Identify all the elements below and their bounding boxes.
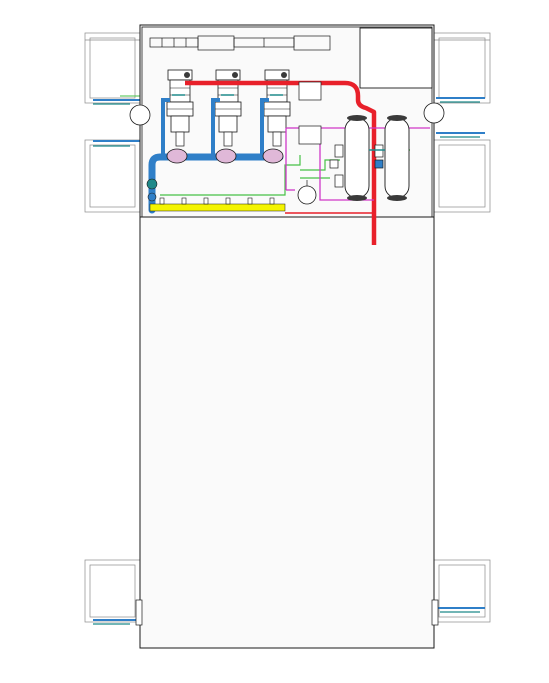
tray-marker	[247, 197, 253, 205]
tray-marker	[269, 197, 275, 205]
instrument-box	[298, 81, 322, 101]
pump-group	[166, 69, 291, 147]
tank-valve-cluster	[329, 144, 384, 188]
manifold-valves	[166, 148, 284, 164]
gauge-icon	[297, 185, 317, 205]
magenta-control-lines	[285, 127, 430, 201]
valve-icon	[166, 148, 188, 164]
terminal-strip	[149, 35, 331, 51]
outrigger-right-mid	[433, 132, 491, 213]
lifting-lug-right-icon	[423, 102, 445, 124]
tray-marker	[159, 197, 165, 205]
cable-tray-markers	[159, 197, 275, 205]
bottom-lug-left	[135, 599, 143, 626]
inlet-fitting-icon	[146, 178, 158, 190]
outrigger-left-top	[84, 32, 141, 105]
outrigger-right-bottom	[433, 559, 491, 623]
pressure-tank-left	[344, 115, 370, 201]
valve-icon	[215, 148, 237, 164]
tray-marker	[225, 197, 231, 205]
instrument-box	[298, 125, 322, 145]
pressure-tank-icon	[387, 115, 407, 121]
cold-water-header	[148, 153, 284, 214]
inlet-fitting-icon	[147, 192, 157, 202]
pump-riser-pipes	[161, 98, 269, 157]
bottom-lug-right	[431, 599, 439, 626]
control-panel-box	[359, 27, 433, 89]
outrigger-right-top	[433, 32, 491, 104]
hot-water-pipe	[185, 80, 377, 245]
pressure-tank-icon	[347, 115, 367, 121]
valve-icon	[262, 148, 284, 164]
tray-marker	[203, 197, 209, 205]
outrigger-left-bottom	[84, 559, 141, 625]
lifting-lug-left-icon	[129, 104, 151, 126]
pump-icon	[263, 69, 291, 147]
pressure-tank-right	[384, 115, 410, 201]
pump-icon	[166, 69, 194, 147]
yellow-cable-tray	[149, 203, 286, 212]
outrigger-left-mid	[84, 139, 141, 213]
tray-marker	[181, 197, 187, 205]
